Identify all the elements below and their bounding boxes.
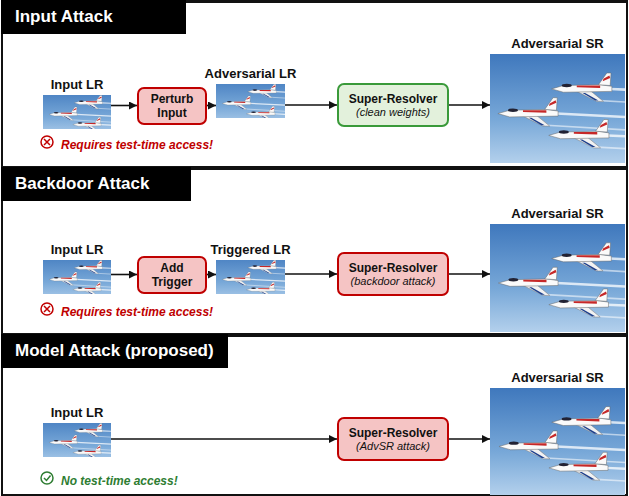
access-note: Requires test-time access! <box>61 305 213 319</box>
image-node: Adversarial SR <box>490 370 625 495</box>
jet-figure <box>248 84 285 101</box>
image-label: Input LR <box>51 405 104 421</box>
jets-illustration <box>499 407 625 488</box>
box-subtitle: (clean weights) <box>356 106 430 119</box>
access-note: Requires test-time access! <box>61 138 213 152</box>
box-title: Super-Resolver <box>349 92 438 106</box>
flow-arrow <box>111 105 137 107</box>
image-node: Adversarial LR <box>216 66 285 118</box>
jet-figure <box>73 117 111 129</box>
jets-illustration <box>222 260 285 294</box>
jet-figure <box>74 260 111 277</box>
process-box: Super-Resolver(AdvSR attack) <box>337 417 449 461</box>
box-subtitle: (backdoor attack) <box>351 275 436 288</box>
jets-illustration <box>49 260 111 294</box>
check-icon <box>41 472 53 484</box>
jet-figure <box>246 106 285 118</box>
image-label: Adversarial SR <box>511 370 604 386</box>
image-node: Input LR <box>43 405 111 457</box>
image-thumbnail <box>490 54 625 163</box>
jet-figure <box>73 282 111 294</box>
jet-figure <box>549 289 625 325</box>
image-thumbnail <box>43 260 111 294</box>
jet-figure <box>498 267 625 303</box>
jet-figure <box>49 435 111 452</box>
jet-figure <box>222 272 285 289</box>
process-box: Perturb Input <box>137 87 207 125</box>
box-title: Perturb Input <box>143 92 201 120</box>
panel-title: Backdoor Attack <box>15 174 149 194</box>
attack-panel: Input AttackRequires test-time access! In… <box>1 0 628 168</box>
flow-arrow <box>285 104 337 106</box>
attack-panel: Backdoor AttackRequires test-time access… <box>1 167 628 335</box>
jet-figure <box>499 431 625 466</box>
header-tab: Model Attack (proposed) <box>1 334 228 368</box>
flow-arrow <box>449 273 490 275</box>
cross-icon <box>41 136 53 148</box>
panel-title: Input Attack <box>15 7 113 27</box>
image-thumbnail <box>43 95 111 129</box>
jets-illustration <box>49 423 111 457</box>
flow-arrow <box>111 438 337 440</box>
image-node: Adversarial SR <box>490 206 625 332</box>
jets-illustration <box>222 84 285 118</box>
jets-illustration <box>498 243 625 325</box>
jet-figure <box>222 96 285 113</box>
jet-figure <box>248 260 285 277</box>
image-label: Adversarial SR <box>511 36 604 52</box>
image-thumbnail <box>490 224 625 332</box>
image-label: Adversarial LR <box>205 66 297 82</box>
attack-panel: Model Attack (proposed) No test-time acce… <box>1 334 628 496</box>
image-thumbnail <box>490 388 625 495</box>
box-title: Add Trigger <box>143 261 201 289</box>
image-label: Triggered LR <box>210 242 290 258</box>
process-box: Add Trigger <box>137 256 207 294</box>
panel-title: Model Attack (proposed) <box>15 341 214 361</box>
flow-arrow <box>111 274 137 276</box>
jet-figure <box>498 98 625 134</box>
image-label: Adversarial SR <box>511 206 604 222</box>
box-title: Super-Resolver <box>349 261 438 275</box>
jet-figure <box>552 407 625 442</box>
header-tab: Backdoor Attack <box>1 167 191 201</box>
jet-figure <box>73 445 111 457</box>
flow-arrow <box>207 105 216 107</box>
flow-arrow <box>285 273 337 275</box>
flow-arrow <box>449 438 490 440</box>
process-box: Super-Resolver(clean weights) <box>337 83 449 127</box>
image-thumbnail <box>216 84 285 118</box>
image-node: Triggered LR <box>216 242 285 294</box>
box-title: Super-Resolver <box>349 426 438 440</box>
jet-figure <box>74 95 111 112</box>
image-label: Input LR <box>51 77 104 93</box>
box-subtitle: (AdvSR attack) <box>356 440 430 453</box>
jet-figure <box>49 272 111 289</box>
jet-figure <box>552 243 625 279</box>
process-box: Super-Resolver(backdoor attack) <box>337 252 449 296</box>
jet-figure <box>552 73 625 109</box>
flow-arrow <box>449 104 490 106</box>
jet-figure <box>246 282 285 294</box>
jets-illustration <box>498 73 625 155</box>
jets-illustration <box>49 95 111 129</box>
access-note: No test-time access! <box>61 474 178 488</box>
jet-figure <box>549 452 625 487</box>
image-node: Input LR <box>43 77 111 129</box>
header-tab: Input Attack <box>1 0 186 34</box>
jet-figure <box>49 107 111 124</box>
flow-arrow <box>207 274 216 276</box>
cross-icon <box>41 303 53 315</box>
jet-figure <box>549 120 625 156</box>
image-thumbnail <box>216 260 285 294</box>
image-thumbnail <box>43 423 111 457</box>
jet-figure <box>74 423 111 440</box>
image-label: Input LR <box>51 242 104 258</box>
image-node: Input LR <box>43 242 111 294</box>
image-node: Adversarial SR <box>490 36 625 163</box>
